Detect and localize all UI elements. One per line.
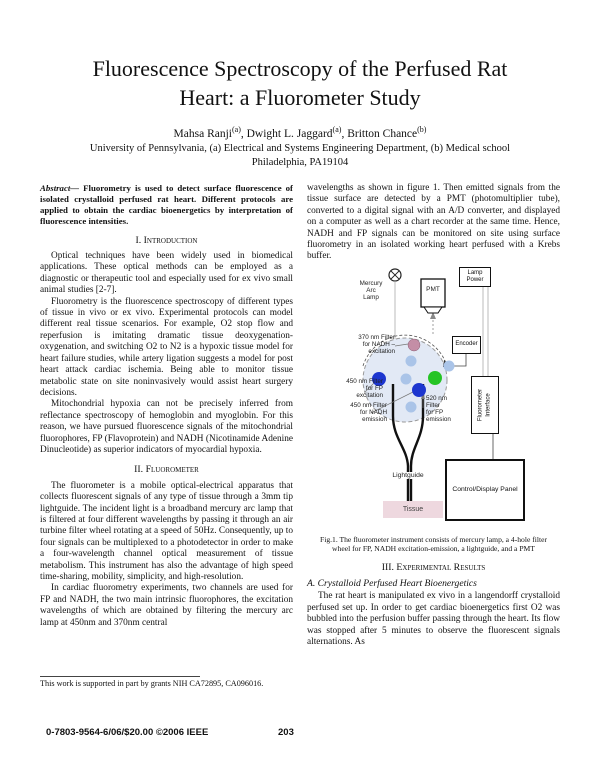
paper-header: Fluorescence Spectroscopy of the Perfuse…	[0, 0, 600, 170]
emission-arrowhead	[430, 311, 436, 319]
page-number: 203	[278, 727, 294, 738]
fig-label-lightguide: Lightguide	[385, 471, 431, 480]
subsection-heading-a: A. Crystalloid Perfused Heart Bioenerget…	[307, 578, 477, 590]
paragraph: Fluorometry is the fluorescence spectros…	[40, 296, 293, 398]
paragraph: In cardiac fluorometry experiments, two …	[40, 583, 293, 628]
filter-dot-blank	[443, 360, 455, 372]
filter-dot-blank	[400, 373, 412, 385]
author-name: Mahsa Ranji	[173, 127, 232, 140]
paragraph: wavelengths as shown in figure 1. Then e…	[307, 183, 560, 262]
filter-dot-450-excitation	[372, 371, 386, 386]
section-heading-results: III. Experimental Results	[381, 561, 486, 573]
filter-dot-blank	[405, 355, 417, 367]
footnote-text: This work is supported in part by grants…	[40, 679, 264, 688]
fig-box-tissue: Tissue	[383, 500, 443, 518]
filter-dot-blank	[405, 401, 417, 413]
support-footnote: This work is supported in part by grants…	[40, 676, 293, 688]
paragraph: The rat heart is manipulated ex vivo in …	[307, 591, 560, 648]
figure-caption: Fig.1. The fluorometer instrument consis…	[320, 534, 547, 554]
paragraph: Mitochondrial hypoxia can not be precise…	[40, 399, 293, 455]
fig-box-lamp-power: Lamp Power	[459, 266, 491, 287]
fluorometer-diagram	[362, 268, 494, 502]
fig-box-encoder: Encoder	[452, 335, 481, 354]
author-affmark: (a)	[332, 125, 342, 134]
lightguide-funnel	[391, 383, 425, 502]
fig-label-pmt: PMT	[426, 285, 440, 293]
fig-label-450nm-emission-filter: 450 nm Filter for NADH emission	[350, 401, 387, 424]
section-heading-fluorometer: II. Fluorometer	[134, 464, 199, 476]
title-line2: Heart: a Fluorometer Study	[179, 85, 421, 110]
affiliation-line2: Philadelphia, PA19104	[251, 156, 349, 168]
filter-dot-450-emission	[412, 382, 426, 397]
fig-label-mercury-arc-lamp: Mercury Arc Lamp	[359, 279, 383, 302]
fig-label-450nm-excitation-filter: 450 nm Filter for FP excitation	[346, 377, 383, 400]
author-separator: ,	[341, 127, 348, 140]
filter-dot-370-excitation	[407, 338, 421, 352]
filter-dot-520-emission	[428, 370, 442, 385]
paragraph: The fluorometer is a mobile optical-elec…	[40, 480, 293, 582]
title-line1: Fluorescence Spectroscopy of the Perfuse…	[92, 56, 508, 81]
right-column: wavelengths as shown in figure 1. Then e…	[307, 183, 560, 649]
author-affmark: (b)	[417, 125, 427, 134]
left-column: Abstract— Fluorometry is used to detect …	[40, 183, 293, 629]
abstract-label: Abstract—	[40, 183, 80, 193]
fig-box-fluorometer-interface: Fluorometer Interface	[471, 375, 499, 434]
author-name: Dwight L. Jaggard	[246, 127, 333, 140]
rotation-arrow	[362, 334, 448, 366]
author-separator: ,	[240, 127, 247, 140]
fig-label-fluorometer-interface: Fluorometer Interface	[477, 388, 492, 422]
fig-label-370nm-filter: 370 nm Filter for NADH – excitation	[358, 333, 395, 356]
fig-label-520nm-emission-filter: 520 nm Filter for FP emission	[426, 394, 451, 424]
abstract-text: Fluorometry is used to detect surface fl…	[40, 183, 293, 226]
footnote-rule	[40, 676, 200, 677]
author-name: Britton Chance	[347, 127, 418, 140]
page-title: Fluorescence Spectroscopy of the Perfuse…	[0, 54, 600, 112]
figure-1: Mercury Arc Lamp Lamp Power PMT Encoder …	[307, 266, 565, 528]
copyright-line: 0-7803-9564-6/06/$20.00 ©2006 IEEE	[46, 727, 209, 738]
fig-box-control-display-panel: Control/Display Panel	[445, 458, 525, 521]
leader-line-450ex	[364, 381, 376, 393]
pmt-box	[420, 278, 446, 314]
mercury-lamp-icon	[388, 268, 402, 282]
authors-line: Mahsa Ranji(a), Dwight L. Jaggard(a), Br…	[0, 125, 600, 140]
leader-line-450em	[370, 391, 414, 414]
abstract: Abstract— Fluorometry is used to detect …	[40, 183, 293, 227]
paragraph: Optical techniques have been widely used…	[40, 251, 293, 296]
leader-line-370	[394, 343, 409, 347]
affiliation-line1: University of Pennsylvania, (a) Electric…	[89, 142, 511, 154]
leader-arrowhead-520	[421, 392, 425, 399]
affiliation: University of Pennsylvania, (a) Electric…	[0, 142, 600, 170]
author-affmark: (a)	[231, 125, 241, 134]
section-heading-introduction: I. Introduction	[135, 234, 198, 246]
